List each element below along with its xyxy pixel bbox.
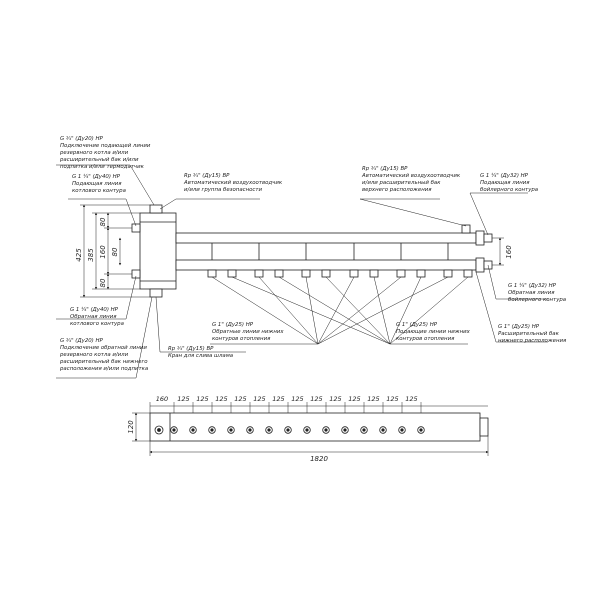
top-port-11 — [379, 426, 387, 434]
hydraulic-separator — [139, 212, 177, 290]
dim-top-2: 125 — [196, 395, 208, 403]
dim-top-3: 125 — [215, 395, 227, 403]
dim-top-6: 125 — [272, 395, 284, 403]
top-port-3 — [227, 426, 235, 434]
label-dhw-supply: G 1 ¼" (Ду32) НР Подающая линия бойлерно… — [480, 173, 538, 193]
label-drain-valve: Rp ¾" (Ду15) ВР Кран для слива шлама — [168, 346, 233, 359]
return-manifold — [175, 259, 477, 271]
top-port-5 — [265, 426, 273, 434]
dim-80-bottom: 80 — [99, 278, 107, 287]
top-port-7 — [303, 426, 311, 434]
front-dimensions — [80, 204, 504, 298]
top-port-6 — [284, 426, 292, 434]
dim-top-4: 125 — [234, 395, 246, 403]
outlet-stubs — [207, 269, 473, 278]
label-boiler-return: G 1 ¼" (Ду40) НР Обратная линия котловог… — [70, 307, 124, 327]
dim-top-5: 125 — [253, 395, 265, 403]
top-view — [149, 412, 489, 442]
top-port-13 — [417, 426, 425, 434]
top-port-10 — [360, 426, 368, 434]
label-boiler-supply: G 1 ¼" (Ду40) НР Подающая линия котловог… — [72, 174, 126, 194]
front-dim-texts: 425 385 80 160 80 80 160 — [75, 217, 513, 287]
top-port-2 — [208, 426, 216, 434]
dim-top-8: 125 — [310, 395, 322, 403]
label-heating-return: G 1" (Ду25) НР Обратные линии нижних кон… — [212, 322, 285, 342]
top-port-8 — [322, 426, 330, 434]
top-port-1 — [189, 426, 197, 434]
top-port-0 — [170, 426, 178, 434]
dim-top-11: 125 — [367, 395, 379, 403]
dim-385: 385 — [87, 248, 95, 262]
dim-top-13: 125 — [405, 395, 417, 403]
label-air-vent-left: Rp ¾" (Ду15) ВР Автоматический воздухоот… — [183, 173, 284, 193]
dim-top-7: 125 — [291, 395, 303, 403]
dim-top-0: 160 — [156, 395, 168, 403]
label-dhw-return: G 1 ¼" (Ду32) НР Обратная линия бойлерно… — [508, 283, 566, 303]
supply-manifold — [175, 232, 477, 244]
dim-top-10: 125 — [348, 395, 360, 403]
dim-top-9: 125 — [329, 395, 341, 403]
dim-1820: 1820 — [310, 455, 328, 463]
manifold-risers — [211, 243, 449, 260]
dim-425: 425 — [75, 248, 83, 262]
front-view — [131, 204, 493, 298]
label-reserve-supply: G ¾" (Ду20) НР Подключение подающей лини… — [59, 136, 152, 170]
dim-top-1: 125 — [177, 395, 189, 403]
dim-120: 120 — [127, 420, 135, 434]
top-port-9 — [341, 426, 349, 434]
top-view-dim-texts: 120 1820 160 125 125 125 125 125 125 125 125 125 1… — [127, 395, 418, 463]
dim-80-top: 80 — [99, 217, 107, 226]
callout-labels: G ¾" (Ду20) НР Подключение подающей лини… — [59, 136, 567, 372]
leader-lines — [56, 164, 548, 379]
label-expansion-tank: G 1" (Ду25) НР Расширительный бак нижнег… — [498, 324, 567, 344]
top-view-dimensions — [132, 402, 489, 456]
dim-160-left: 160 — [99, 245, 107, 259]
dim-80-inner: 80 — [111, 247, 119, 256]
top-view-body — [149, 412, 481, 442]
top-port-12 — [398, 426, 406, 434]
label-heating-supply: G 1" (Ду25) НР Подающие линии нижних кон… — [396, 322, 472, 342]
top-view-separator-port — [154, 425, 164, 435]
dim-top-12: 125 — [386, 395, 398, 403]
label-air-vent-right: Rp ¾" (Ду15) ВР Автоматический воздухоот… — [361, 166, 462, 193]
top-port-4 — [246, 426, 254, 434]
label-reserve-return: G ¾" (Ду20) НР Подключение обратной лини… — [59, 338, 149, 372]
top-view-ports — [170, 426, 425, 434]
dim-160-right: 160 — [505, 245, 513, 259]
